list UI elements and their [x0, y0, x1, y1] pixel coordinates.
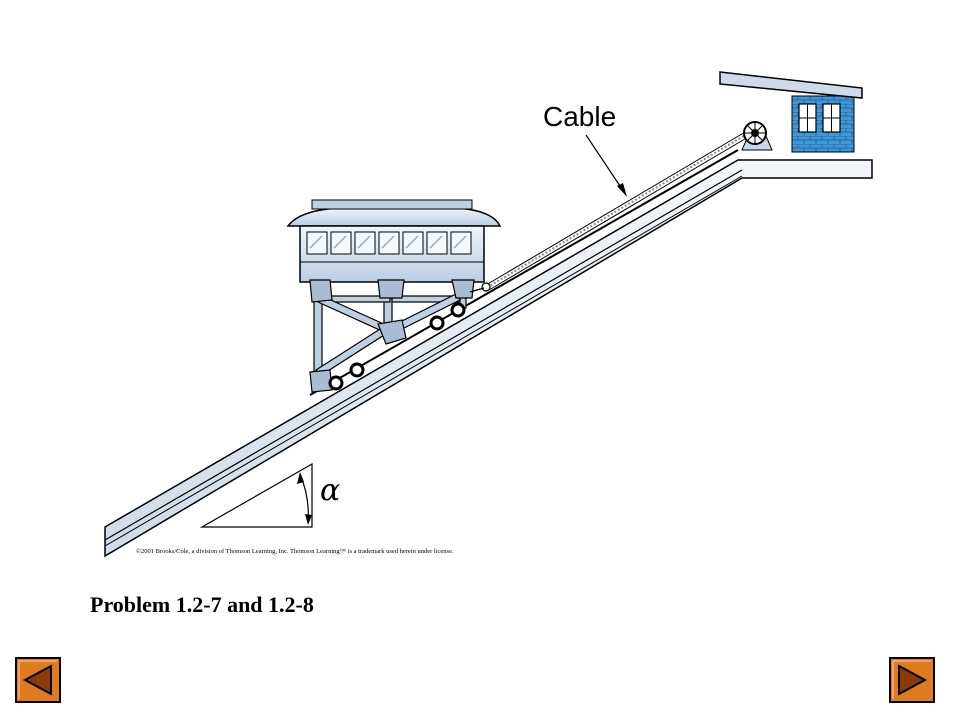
left-arrow-icon: [15, 657, 61, 703]
previous-slide-button[interactable]: [15, 657, 61, 703]
cable-car: [286, 199, 502, 393]
copyright-notice: ©2001 Brooks/Cole, a division of Thomson…: [136, 548, 454, 555]
figure-caption: Problem 1.2-7 and 1.2-8: [90, 592, 314, 617]
cable-label: Cable: [543, 101, 616, 132]
right-arrow-icon: [889, 657, 935, 703]
cable: [485, 127, 756, 291]
angle-label: α: [320, 473, 340, 508]
angle-indicator: α: [199, 462, 340, 528]
slope: [104, 149, 873, 558]
next-slide-button[interactable]: [889, 657, 935, 703]
winch: [741, 121, 773, 151]
control-house: [719, 71, 863, 153]
cable-callout: Cable: [543, 101, 627, 197]
